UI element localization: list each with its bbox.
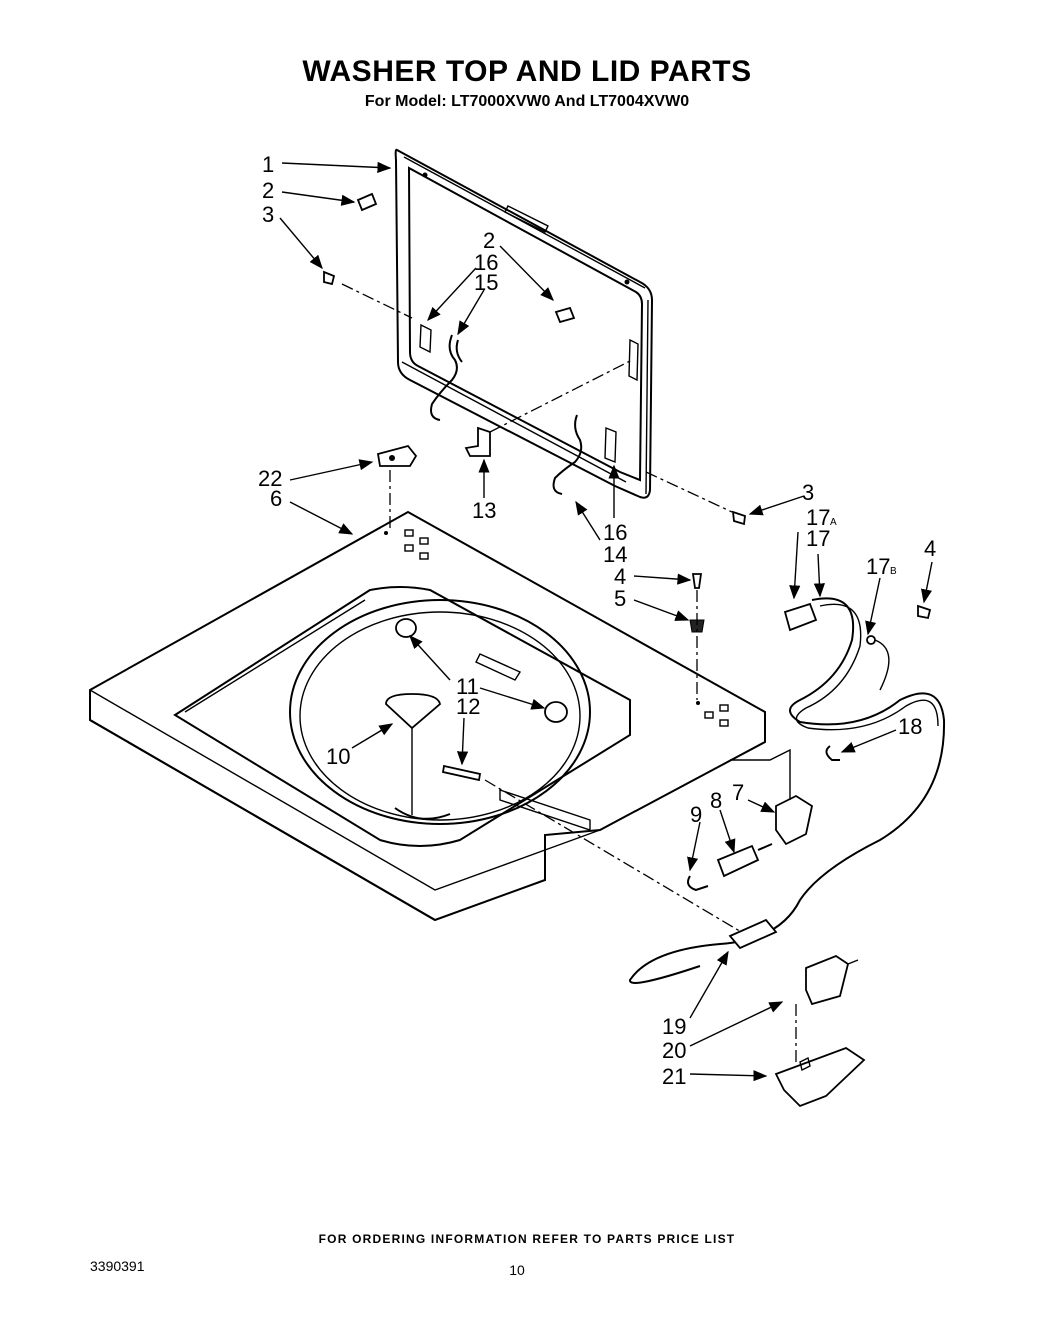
callout-5: 5: [614, 586, 626, 611]
cover-21: [774, 1046, 866, 1108]
lint-filter-10: [385, 693, 441, 815]
bumper-2-lower: [554, 306, 576, 324]
callout-17: 17: [806, 526, 830, 551]
model-subtitle: For Model: LT7000XVW0 And LT7004XVW0: [364, 93, 690, 110]
screw-4-right: [917, 604, 932, 620]
callout-13: 13: [472, 498, 496, 523]
leader-lines: [279, 161, 933, 1082]
connector-19: [728, 918, 778, 950]
washer-top: [89, 510, 766, 922]
callout-9: 9: [690, 802, 702, 827]
callout-4-right: 4: [924, 536, 936, 561]
callout-17b-suffix: B: [890, 566, 897, 577]
callout-3-upper: 3: [262, 202, 274, 227]
screw-12: [441, 764, 482, 782]
callout-20: 20: [662, 1038, 686, 1063]
callout-7: 7: [732, 780, 744, 805]
wire-clip-18: [825, 745, 840, 761]
screw-3-lower: [731, 510, 746, 526]
callout-10: 10: [326, 744, 350, 769]
callout-17a-suffix: A: [830, 517, 837, 528]
page-title: WASHER TOP AND LID PARTS: [302, 55, 752, 88]
callout-3-lower: 3: [802, 480, 814, 505]
screw-4-left: [691, 573, 703, 589]
callout-14: 14: [603, 542, 627, 567]
callout-16-lower: 16: [603, 520, 627, 545]
callout-8: 8: [710, 788, 722, 813]
lid-hinge-right: [552, 414, 617, 495]
tub-bumper-left: [395, 618, 417, 638]
callout-15: 15: [474, 270, 498, 295]
callout-1: 1: [262, 152, 274, 177]
wire-harness-17: [629, 597, 946, 984]
lid-frame: [394, 148, 654, 499]
callout-2-lower: 2: [483, 228, 495, 253]
grommet-5: [689, 619, 705, 633]
callout-22: 22: [258, 466, 282, 491]
document-number: 3390391: [90, 1258, 145, 1274]
callout-2-upper: 2: [262, 178, 274, 203]
tub-bumper-right: [544, 701, 568, 723]
ordering-footer: FOR ORDERING INFORMATION REFER TO PARTS …: [318, 1232, 736, 1246]
callout-12: 12: [456, 694, 480, 719]
callout-labels: 1 2 3 2 16 15 22 6 13 16 14 3 17 A 17 17…: [258, 152, 936, 1089]
screw-3-upper: [323, 270, 336, 286]
page-number: 10: [509, 1262, 525, 1278]
bumper-2-upper: [356, 192, 378, 212]
callout-19: 19: [662, 1014, 686, 1039]
switch-actuator-8: [716, 843, 773, 878]
callout-6: 6: [270, 486, 282, 511]
hinge-22: [376, 444, 418, 467]
callout-17a: 17: [806, 505, 830, 530]
clip-9: [687, 875, 709, 892]
lid-hinge-bracket-13: [464, 426, 491, 457]
callout-16-upper: 16: [474, 250, 498, 275]
callout-11: 11: [456, 674, 479, 699]
callout-4-left: 4: [614, 564, 626, 589]
callout-17b: 17: [866, 554, 890, 579]
lid-hinge-left: [430, 334, 463, 421]
terminal-block-20: [805, 954, 859, 1006]
callout-18: 18: [898, 714, 922, 739]
lid-switch-7: [730, 748, 814, 846]
callout-21: 21: [662, 1064, 686, 1089]
